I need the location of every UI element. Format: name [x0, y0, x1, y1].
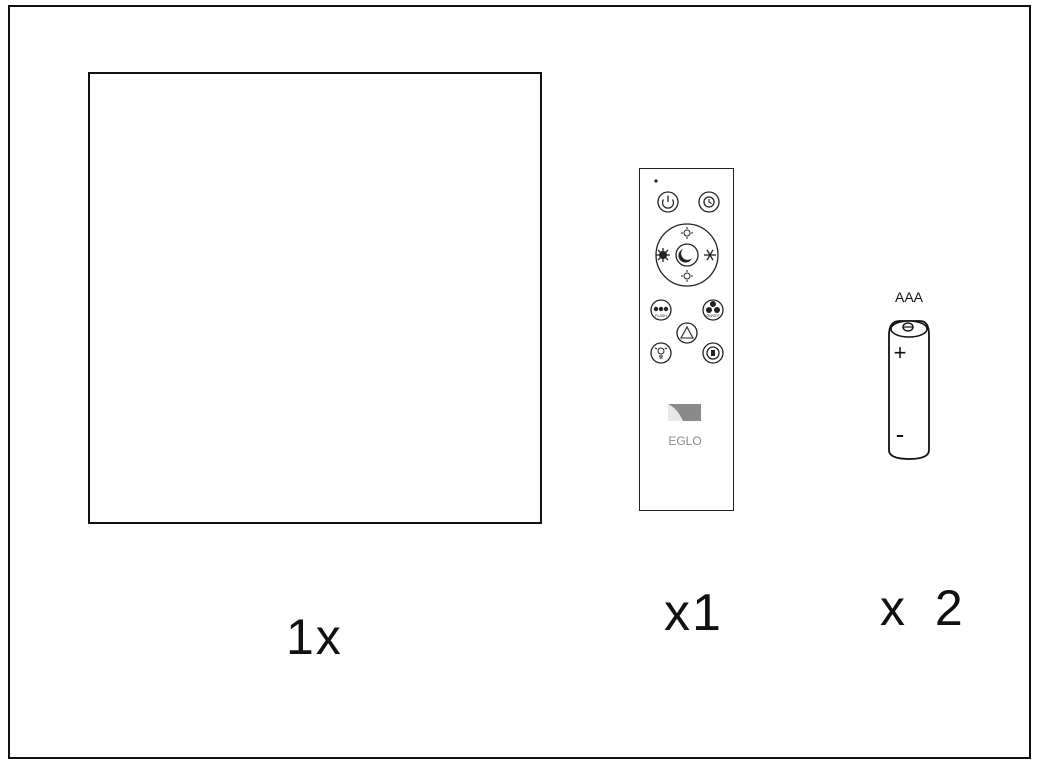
- remote-led: [654, 179, 658, 183]
- remote-quantity: x1: [664, 584, 723, 642]
- power-button-icon: [657, 191, 679, 213]
- pair-button-icon: [676, 322, 698, 344]
- eglo-logo: EGLO: [668, 404, 702, 448]
- battery-type-label: AAA: [895, 289, 924, 305]
- fan-button-icon: ON/OFF: [702, 299, 724, 321]
- battery-plus-sign: +: [894, 340, 907, 365]
- nightlight-button-icon: [650, 342, 672, 364]
- panel-quantity: 1x: [286, 609, 343, 665]
- flash-label: FLASH: [655, 314, 667, 318]
- eglo-text: EGLO: [668, 434, 701, 448]
- battery-quantity: x 2: [880, 580, 971, 636]
- ceiling-panel-outline: [88, 72, 542, 524]
- battery-body: [888, 320, 930, 460]
- timer-button-icon: [698, 191, 720, 213]
- aaa-battery-illustration: AAA + -: [888, 289, 930, 460]
- remote-control-illustration: FLASH ON/OFF EGLO: [639, 168, 734, 511]
- rotate-button-icon: [702, 342, 724, 364]
- dimmer-dial-icon: [655, 223, 719, 287]
- battery-minus-sign: -: [896, 419, 905, 449]
- flash-button-icon: FLASH: [650, 299, 672, 321]
- diagram-frame: [8, 5, 1031, 759]
- fan-label: ON/OFF: [706, 314, 719, 318]
